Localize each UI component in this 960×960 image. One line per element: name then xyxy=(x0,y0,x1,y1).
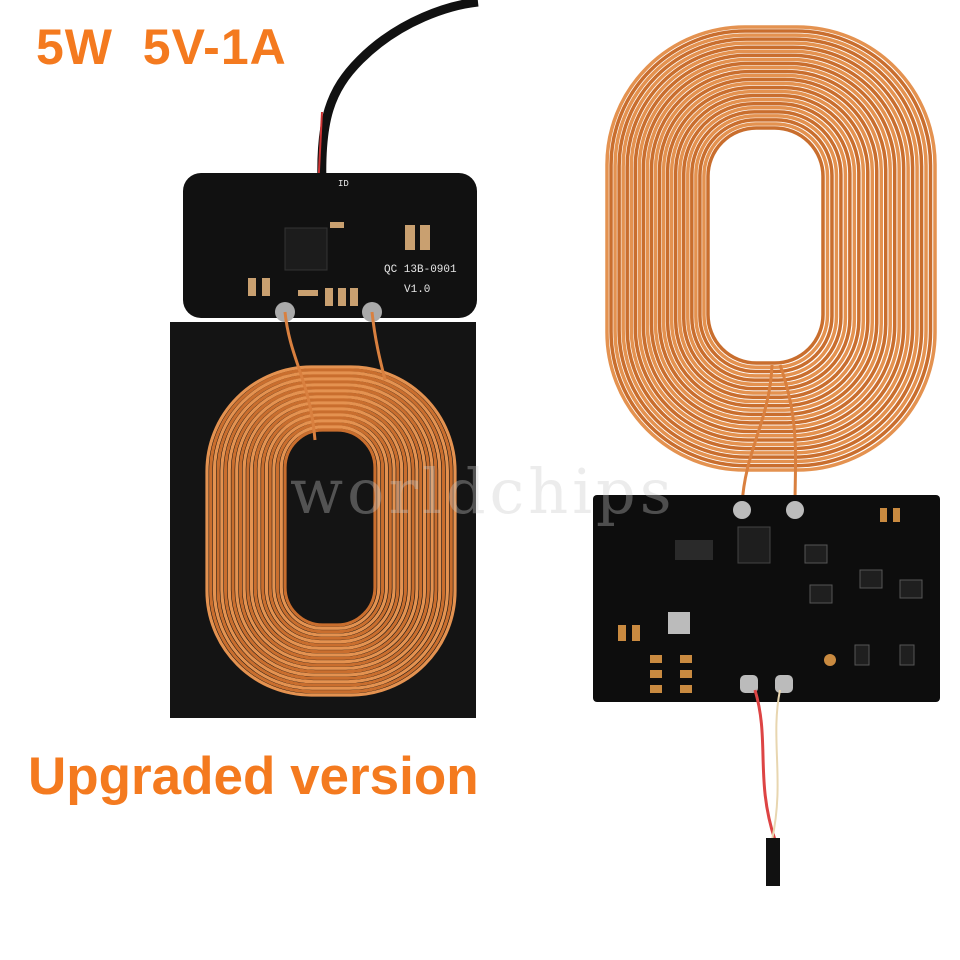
coil-winding xyxy=(641,61,897,434)
coil-winding xyxy=(613,33,928,464)
right-solder-pad xyxy=(733,501,751,519)
right-ic-chip xyxy=(737,526,771,564)
right-solder-pad xyxy=(775,675,793,693)
coil-winding xyxy=(272,419,389,637)
right-ic-chip xyxy=(675,540,713,560)
coil-winding xyxy=(609,29,933,468)
right-coil-lead xyxy=(740,364,774,506)
coil-winding xyxy=(698,118,834,374)
left-coil-lead xyxy=(283,311,317,441)
right-coil-lead xyxy=(778,364,798,506)
coil-winding xyxy=(242,395,419,664)
coil-winding xyxy=(645,65,892,429)
coil-winding xyxy=(275,422,385,634)
coil-winding xyxy=(253,404,408,654)
coil-winding xyxy=(661,81,875,412)
coil-winding xyxy=(220,377,442,684)
right-solder-pad xyxy=(786,501,804,519)
coil-winding xyxy=(209,368,453,694)
coil-winding xyxy=(261,410,400,647)
left-pin-label: ID xyxy=(338,179,349,189)
coil-winding xyxy=(216,374,446,687)
left-pcb-model: QC 13B-0901 xyxy=(384,264,457,276)
coil-winding xyxy=(625,45,915,451)
coil-winding xyxy=(227,383,434,677)
left-coil xyxy=(205,365,457,697)
subtitle: Upgraded version xyxy=(28,747,479,806)
coil-winding xyxy=(677,97,857,395)
coil-winding xyxy=(665,85,870,408)
coil-winding xyxy=(257,407,404,650)
right-pcb-components xyxy=(618,508,900,693)
coil-winding xyxy=(653,73,883,421)
coil-winding xyxy=(657,77,879,417)
coil-winding xyxy=(629,49,910,447)
headline: 5W 5V-1A xyxy=(36,19,287,75)
watermark: worldchips xyxy=(290,455,676,528)
coil-winding xyxy=(637,57,901,438)
coil-winding xyxy=(212,371,449,690)
coil-winding xyxy=(702,122,830,370)
coil-winding xyxy=(621,41,919,455)
left-coil-lead xyxy=(370,311,387,381)
coil-winding xyxy=(686,106,848,387)
coil-winding xyxy=(231,386,430,674)
coil-winding xyxy=(268,416,392,640)
coil-winding xyxy=(694,114,839,378)
coil-winding xyxy=(690,110,843,382)
coil-winding xyxy=(283,428,377,627)
left-cable xyxy=(317,0,479,186)
left-pcb xyxy=(183,173,477,318)
left-pcb-version: V1.0 xyxy=(404,284,430,296)
right-wire-white xyxy=(771,689,781,841)
right-cable xyxy=(766,838,780,886)
coil-winding xyxy=(246,398,415,660)
coil-winding xyxy=(633,53,906,442)
coil-winding xyxy=(249,401,411,657)
coil-winding xyxy=(264,413,396,644)
coil-winding xyxy=(223,380,438,680)
right-pcb-transistors xyxy=(804,544,923,666)
right-wire-red xyxy=(753,689,777,841)
coil-winding xyxy=(649,69,888,425)
coil-winding xyxy=(279,425,381,630)
coil-winding xyxy=(617,37,924,459)
right-solder-pad xyxy=(740,675,758,693)
coil-winding xyxy=(706,126,825,365)
coil-winding xyxy=(205,365,457,697)
coil-winding xyxy=(682,102,852,391)
left-pcb-components xyxy=(248,222,430,306)
coil-winding xyxy=(238,392,423,667)
coil-winding xyxy=(605,25,937,472)
right-coil xyxy=(605,25,937,472)
coil-winding xyxy=(235,389,427,670)
right-inductor xyxy=(668,612,690,634)
left-ic-chip xyxy=(284,227,328,271)
